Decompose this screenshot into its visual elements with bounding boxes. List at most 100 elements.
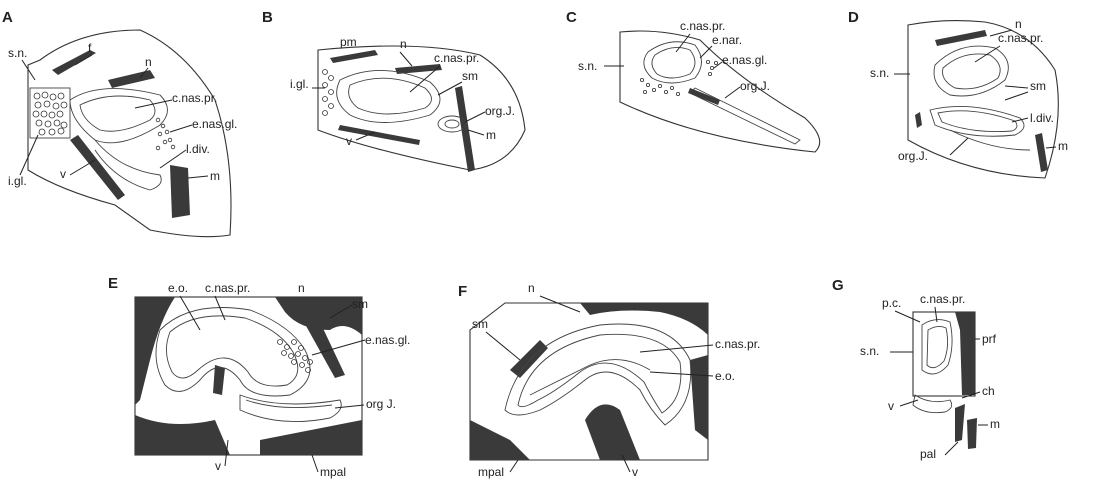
leader-d-sm — [1005, 86, 1028, 88]
label-e-mpal: mpal — [320, 465, 346, 479]
nasal-capsule-a — [70, 89, 168, 143]
label-d-n: n — [1015, 17, 1022, 31]
label-b-n: n — [400, 37, 407, 51]
label-d-ldiv: l.div. — [1030, 111, 1054, 125]
label-f-sm: sm — [472, 317, 488, 331]
panel-b: B pm n c.nas.pr. i.gl. sm org.J. m v — [262, 9, 525, 172]
maxilla-g — [955, 404, 965, 442]
external-nasal-gland-a — [156, 118, 175, 150]
label-a-ldiv: l.div. — [186, 142, 210, 156]
nasal-bone-d — [935, 30, 987, 46]
leader-f-mpal — [510, 460, 518, 472]
panel-letter-c: C — [566, 9, 577, 26]
label-b-sm: sm — [462, 69, 478, 83]
nasal-capsule-e — [156, 308, 310, 397]
label-b-cnaspr: c.nas.pr. — [434, 51, 479, 65]
nasal-bone-f — [580, 303, 708, 335]
leader-f-sm — [486, 332, 520, 360]
label-f-eo: e.o. — [715, 369, 735, 383]
panel-a: A s.n. f n c.nas.pr. e.nas.gl. l.div. — [2, 9, 237, 237]
palatine-f — [585, 404, 640, 460]
leader-e-eo — [180, 296, 200, 330]
prefrontal-g — [955, 312, 975, 395]
panel-d: D n c.nas.pr. s.n. sm l.div. org.J. m — [848, 9, 1068, 178]
label-a-sn: s.n. — [8, 46, 27, 60]
panel-letter-d: D — [848, 9, 859, 26]
label-a-igl: i.gl. — [8, 174, 27, 188]
label-g-ch: ch — [982, 384, 995, 398]
leader-a-igl — [20, 135, 38, 175]
label-f-n: n — [528, 281, 535, 295]
label-g-v: v — [888, 399, 894, 413]
bone-fleck-e — [213, 365, 225, 395]
nasal-capsule-inner-c — [652, 47, 695, 78]
palatine-e — [260, 420, 362, 455]
nasal-capsule-inner-g — [927, 326, 948, 367]
vomer-c — [688, 88, 720, 105]
vomer-region-g — [913, 395, 952, 413]
leader-f-cnaspr — [640, 345, 713, 352]
leader-e-mpal — [312, 455, 318, 472]
leader-b-orgj — [465, 112, 485, 122]
label-a-m: m — [210, 169, 220, 183]
label-e-sm: sm — [352, 297, 368, 311]
leader-a-enasgl — [170, 125, 192, 132]
label-b-pm: pm — [340, 35, 357, 49]
label-d-sn: s.n. — [870, 66, 889, 80]
label-e-n: n — [298, 281, 305, 295]
leader-g-pc — [895, 311, 920, 322]
label-c-enasgl: e.nas.gl. — [722, 53, 767, 67]
label-g-pal: pal — [920, 447, 936, 461]
maxilla-d — [1035, 133, 1048, 172]
leader-g-v — [900, 400, 918, 406]
septomaxilla-f — [510, 340, 548, 378]
label-b-igl: i.gl. — [290, 77, 309, 91]
maxilla-b — [455, 86, 475, 172]
panel-g: G p.c. c.nas.pr. prf s.n. ch v m pal — [832, 277, 1000, 461]
leader-a-v — [70, 160, 95, 175]
leader-d-m — [1046, 147, 1056, 148]
label-c-enar: e.nar. — [712, 33, 742, 47]
section-frame-f — [470, 303, 708, 460]
organ-jacobson-e — [240, 395, 341, 422]
palatine-g — [967, 418, 977, 449]
premaxilla-b — [330, 50, 378, 63]
nasal-capsule-inner-d — [943, 54, 1001, 89]
label-d-cnaspr: c.nas.pr. — [998, 31, 1043, 45]
leader-c-orgj — [725, 87, 740, 98]
panel-letter-a: A — [2, 9, 13, 26]
label-a-n: n — [145, 55, 152, 69]
section-outline-a — [28, 30, 231, 237]
leader-b-n — [400, 52, 412, 66]
label-e-enasgl: e.nas.gl. — [365, 333, 410, 347]
vomer-e — [135, 415, 230, 455]
inner-gland-dots-b — [323, 70, 334, 116]
label-b-orgj: org.J. — [485, 104, 515, 118]
panel-c: C c.nas.pr. e.nar. s.n. e.nas.gl. org.J. — [566, 9, 820, 152]
leader-a-ldiv — [160, 150, 186, 168]
maxilla-f — [690, 355, 708, 440]
leader-a-m — [188, 176, 208, 178]
label-f-cnaspr: c.nas.pr. — [715, 337, 760, 351]
label-f-v: v — [632, 465, 638, 479]
label-g-cnaspr: c.nas.pr. — [920, 292, 965, 306]
label-e-eo: e.o. — [168, 281, 188, 295]
organ-jacobson-inner-b — [445, 120, 459, 128]
label-e-orgj: org J. — [366, 397, 396, 411]
label-c-orgj: org.J. — [740, 79, 770, 93]
label-g-prf: prf — [982, 332, 997, 346]
lateral-diverticulum-inner-d — [938, 111, 1017, 132]
nasal-capsule-inner-a — [80, 96, 155, 131]
panel-e: E e.o. c.nas.pr. n sm e.nas.gl. org J. v… — [108, 275, 410, 479]
panel-f: F n sm c.nas.pr. e.o. mpal v — [458, 281, 760, 479]
label-e-cnaspr: c.nas.pr. — [205, 281, 250, 295]
label-d-sm: sm — [1030, 79, 1046, 93]
lateral-diverticulum-d — [930, 106, 1024, 136]
leader-g-pal — [945, 442, 958, 455]
label-c-cnaspr: c.nas.pr. — [680, 19, 725, 33]
label-b-m: m — [486, 128, 496, 142]
nasal-bone-a — [108, 70, 155, 88]
maxilla-a — [170, 165, 190, 218]
panel-letter-b: B — [262, 9, 273, 26]
